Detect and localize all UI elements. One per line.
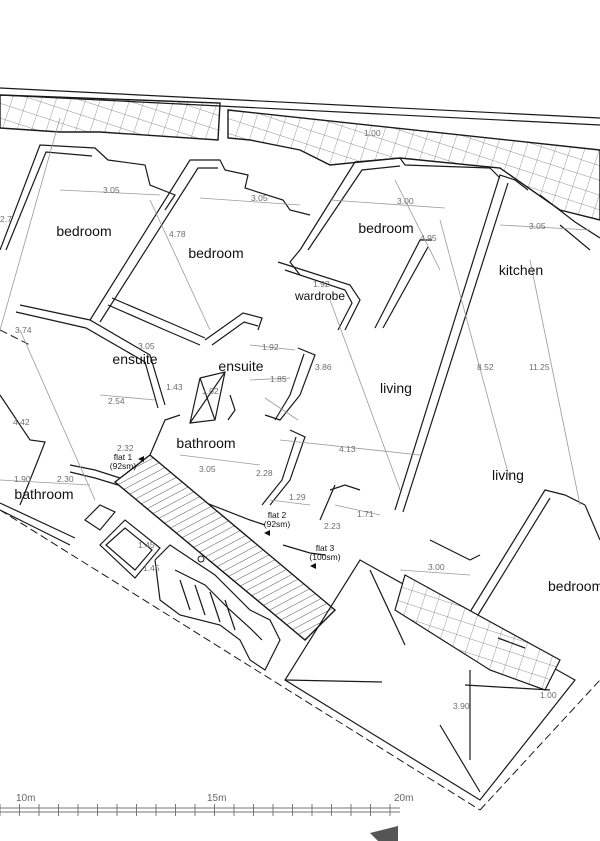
dim-3-90: 3.90 bbox=[453, 701, 470, 711]
north-arrow-fragment bbox=[370, 826, 398, 841]
dim-2-54: 2.54 bbox=[108, 396, 125, 406]
dim-3-00-b: 3.00 bbox=[428, 562, 445, 572]
flat-1-name: flat 1 bbox=[114, 452, 133, 462]
room-label-bedroom-4: bedroom bbox=[548, 578, 600, 594]
dim-1-00-bottom: 1.00 bbox=[540, 690, 557, 700]
dimension-lines bbox=[0, 117, 591, 576]
room-label-wardrobe: wardrobe bbox=[294, 289, 345, 303]
outer-wall-top bbox=[0, 87, 600, 126]
dim-4-13: 4.13 bbox=[339, 444, 356, 454]
dim-2-28: 2.28 bbox=[256, 468, 273, 478]
scale-label-15m: 15m bbox=[207, 793, 226, 804]
dim-1-92-a: 1.92 bbox=[313, 279, 330, 289]
dim-2-30: 2.30 bbox=[57, 474, 74, 484]
flat-2-area: (92sm) bbox=[264, 519, 291, 529]
room-label-living-1: living bbox=[380, 380, 412, 396]
stair-flight bbox=[113, 454, 337, 641]
flat-2-entry-marker bbox=[264, 530, 270, 536]
dim-1-45: 1.45 bbox=[138, 540, 155, 550]
dim-1-29: 1.29 bbox=[289, 492, 306, 502]
dim-3-05-d: 3.05 bbox=[138, 341, 155, 351]
dim-3-05-c: 3.05 bbox=[529, 221, 546, 231]
dim-2-7: 2.7 bbox=[0, 214, 12, 224]
stair-lower bbox=[154, 544, 281, 671]
flat-3-name: flat 3 bbox=[316, 543, 335, 553]
dim-2-23: 2.23 bbox=[324, 521, 341, 531]
dim-1-00-top: 1.00 bbox=[364, 128, 381, 138]
flat-2-name: flat 2 bbox=[268, 510, 287, 520]
dim-3-86: 3.86 bbox=[315, 362, 332, 372]
room-label-bedroom-3: bedroom bbox=[358, 220, 413, 236]
scale-bar bbox=[0, 804, 400, 816]
dim-4-78: 4.78 bbox=[169, 229, 186, 239]
scale-label-10m: 10m bbox=[16, 793, 35, 804]
room-label-bedroom-1: bedroom bbox=[56, 223, 111, 239]
site-boundary bbox=[0, 329, 600, 811]
dim-3-00-a: 3.00 bbox=[397, 196, 414, 206]
dim-4-42: 4.42 bbox=[13, 417, 30, 427]
flat-3-area: (100sm) bbox=[309, 552, 340, 562]
dim-3-05-a: 3.05 bbox=[103, 185, 120, 195]
room-label-ensuite-2: ensuite bbox=[218, 358, 263, 374]
room-label-bathroom-1: bathroom bbox=[14, 486, 73, 502]
dim-8-52: 8.52 bbox=[477, 362, 494, 372]
walls bbox=[0, 144, 600, 616]
flat-3-entry-marker bbox=[310, 563, 316, 569]
dim-1-43: 1.43 bbox=[166, 382, 183, 392]
room-label-bedroom-2: bedroom bbox=[188, 245, 243, 261]
dim-1-02: 1.02 bbox=[202, 386, 219, 396]
terrace-bottom bbox=[284, 559, 576, 801]
dim-3-05-e: 3.05 bbox=[199, 464, 216, 474]
dim-2-32: 2.32 bbox=[117, 443, 134, 453]
room-label-ensuite-1: ensuite bbox=[112, 351, 157, 367]
dim-3-05-b: 3.05 bbox=[251, 193, 268, 203]
dim-1-71: 1.71 bbox=[357, 509, 374, 519]
room-label-bathroom-2: bathroom bbox=[176, 435, 235, 451]
dim-1-90: 1.90 bbox=[14, 474, 31, 484]
room-label-living-2: living bbox=[492, 467, 524, 483]
flat-1-area: (92sm) bbox=[110, 461, 137, 471]
terrace-hatch-top bbox=[0, 94, 600, 221]
dim-1-85: 1.85 bbox=[270, 374, 287, 384]
flat-1-entry-marker bbox=[138, 456, 144, 462]
dim-3-74: 3.74 bbox=[15, 325, 32, 335]
dim-1-45-b: 1.45 bbox=[143, 563, 160, 573]
dim-1-92-b: 1.92 bbox=[262, 342, 279, 352]
dim-11-25: 11.25 bbox=[529, 362, 550, 372]
lift-boxes bbox=[84, 504, 161, 579]
room-label-kitchen: kitchen bbox=[499, 262, 543, 278]
scale-label-20m: 20m bbox=[394, 793, 413, 804]
dim-4-95: 4.95 bbox=[420, 233, 437, 243]
